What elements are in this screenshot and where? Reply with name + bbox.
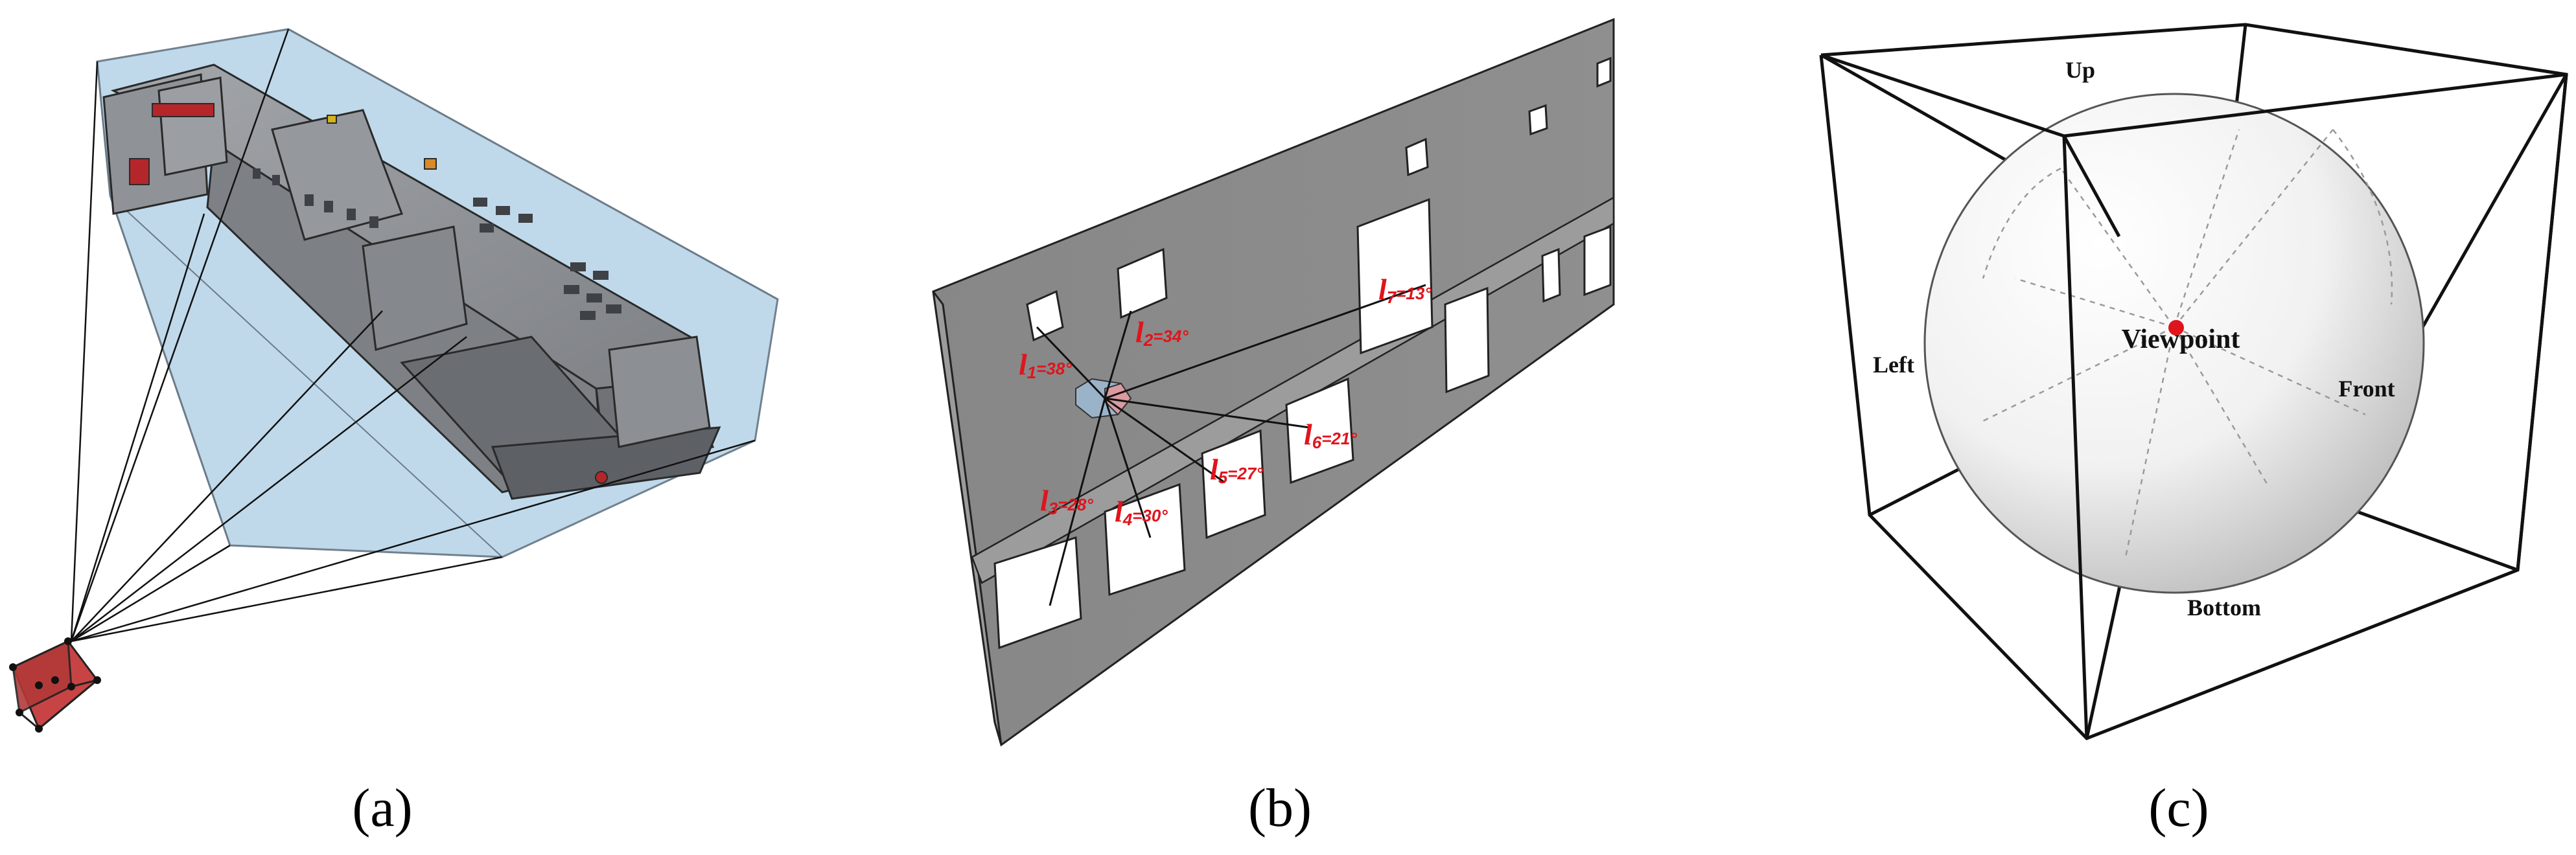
ray-label-6: l6=21° — [1304, 418, 1357, 452]
wall — [932, 17, 1615, 747]
caption-c: (c) — [2148, 778, 2209, 838]
ray-label-3: l3=28° — [1040, 484, 1093, 518]
camera-box — [9, 637, 101, 733]
ray-label-5: l5=27° — [1210, 453, 1263, 487]
lower-windows — [993, 377, 1354, 650]
panel-a: (a) — [9, 28, 779, 838]
building-model — [102, 63, 721, 500]
view-sphere — [1923, 93, 2425, 594]
ray-label-1: l1=38° — [1019, 348, 1072, 382]
caption-b: (b) — [1248, 778, 1312, 838]
label-up: Up — [2065, 57, 2095, 83]
label-viewpoint: Viewpoint — [2122, 325, 2240, 354]
roof-windows — [473, 198, 621, 320]
viewpoint-dot — [2168, 320, 2184, 336]
ray-label-2: l2=34° — [1135, 315, 1189, 350]
sphere-guides — [1982, 129, 2393, 558]
panel-b: l1=38° l2=34° l3=28° l4=30° l5=27° l6=21… — [932, 17, 1615, 838]
sight-rays — [1036, 284, 1426, 606]
ray-label-4: l4=30° — [1115, 495, 1168, 529]
ray-label-7: l7=13° — [1378, 273, 1432, 307]
projection-lines — [70, 28, 756, 643]
label-front: Front — [2338, 376, 2395, 402]
caption-a: (a) — [352, 778, 412, 838]
label-left: Left — [1873, 352, 1914, 378]
facade-windows — [253, 168, 378, 228]
label-bottom: Bottom — [2187, 595, 2261, 621]
upper-windows — [1026, 56, 1612, 394]
ray-labels: l1=38° l2=34° l3=28° l4=30° l5=27° l6=21… — [1019, 273, 1432, 529]
panel-c: Up Left Front Bottom Viewpoint (c) — [1819, 23, 2568, 838]
cube-front-frame — [1820, 53, 2568, 739]
